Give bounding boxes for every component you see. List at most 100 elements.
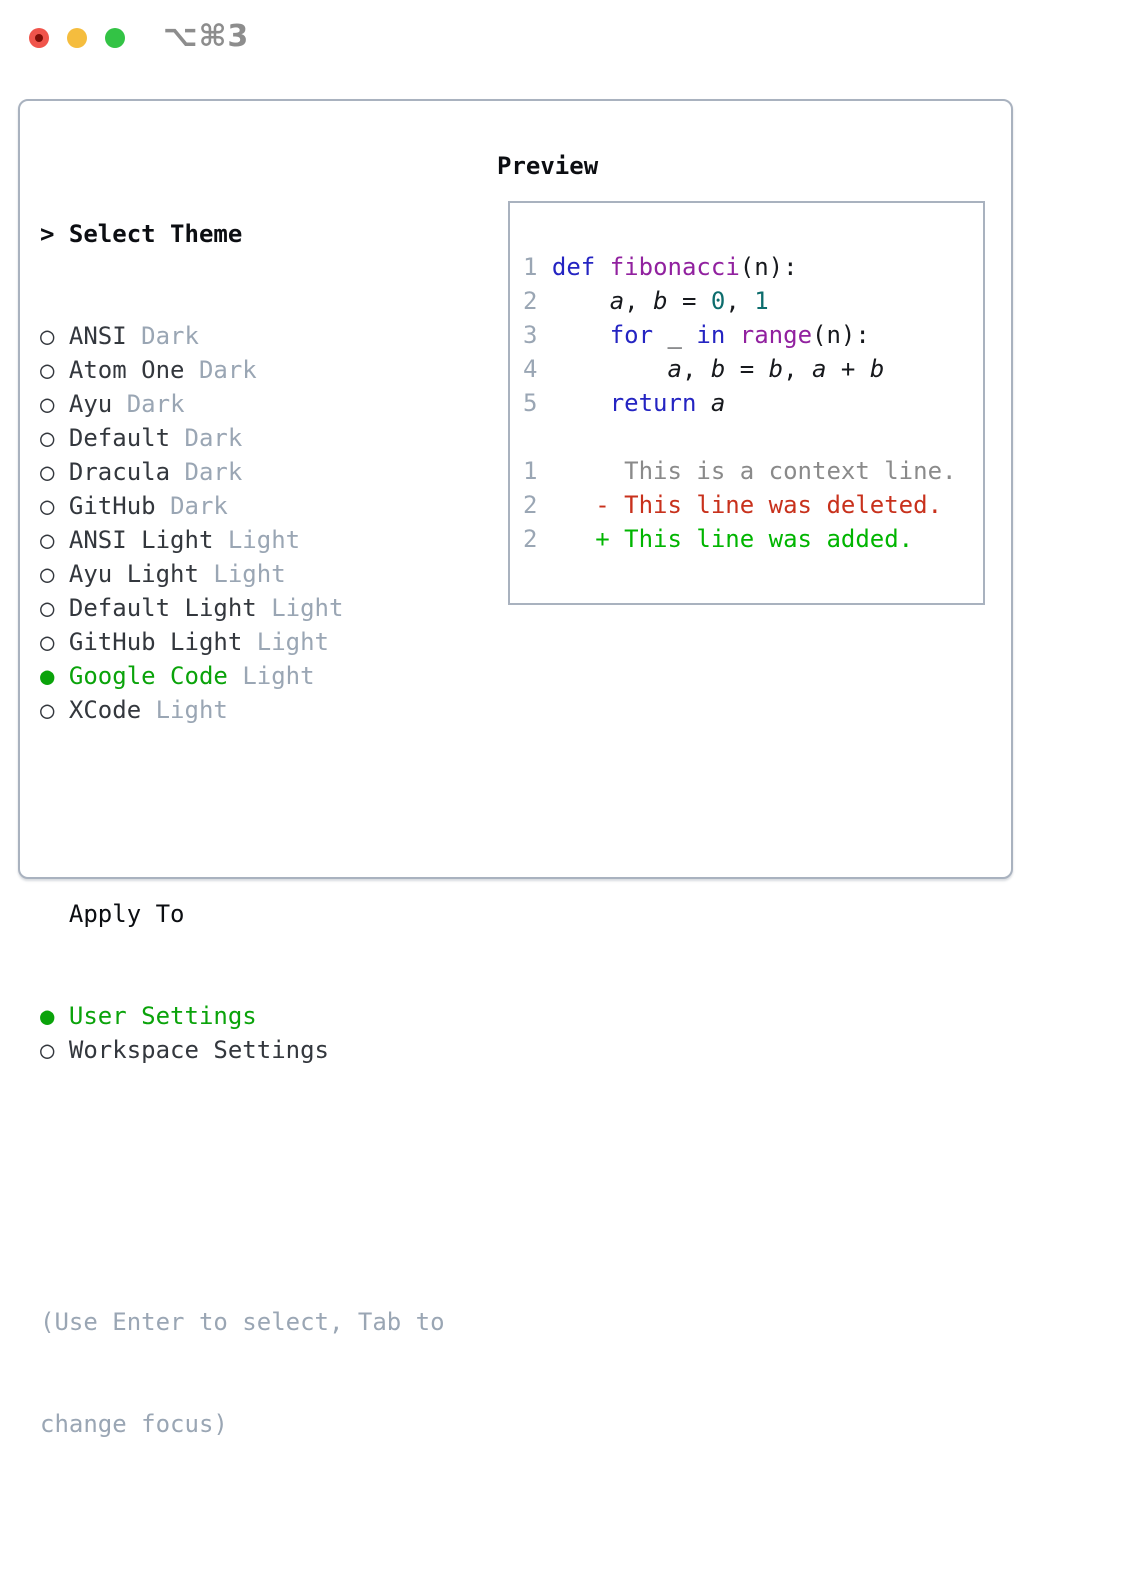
- radio-icon: ○: [40, 560, 55, 588]
- apply-option[interactable]: ○ Workspace Settings: [40, 1033, 445, 1067]
- theme-variant: Dark: [126, 390, 185, 418]
- theme-option[interactable]: ○ GitHub Light Light: [40, 625, 445, 659]
- theme-name: Default Light: [68, 594, 257, 622]
- code-token: 0: [710, 287, 726, 315]
- code-token: b: [768, 355, 784, 383]
- theme-name: Ayu: [68, 390, 113, 418]
- code-token: [537, 321, 609, 349]
- line-number: 1: [523, 253, 538, 281]
- code-token: This is a context line.: [537, 457, 957, 485]
- radio-icon: ●: [40, 662, 55, 690]
- theme-variant: Dark: [184, 424, 243, 452]
- code-line: 5 return a: [523, 386, 973, 420]
- theme-name: GitHub: [68, 492, 156, 520]
- theme-option[interactable]: ○ Atom One Dark: [40, 353, 445, 387]
- code-token: [696, 389, 710, 417]
- code-token: [595, 253, 609, 281]
- theme-name: Ayu Light: [68, 560, 199, 588]
- code-line: 2 - This line was deleted.: [523, 488, 973, 522]
- code-token: 1: [754, 287, 769, 315]
- line-number: 5: [523, 389, 538, 417]
- radio-icon: ○: [40, 696, 55, 724]
- code-token: - This line was deleted.: [537, 491, 943, 519]
- code-line: 2 a, b = 0, 1: [523, 284, 973, 318]
- radio-icon: ○: [40, 424, 55, 452]
- code-token: +: [826, 355, 870, 383]
- theme-option[interactable]: ○ ANSI Light Light: [40, 523, 445, 557]
- theme-variant: Light: [271, 594, 344, 622]
- code-line: 3 for _ in range(n):: [523, 318, 973, 352]
- line-number: 2: [523, 525, 538, 553]
- radio-icon: ○: [40, 492, 55, 520]
- theme-name: XCode: [68, 696, 142, 724]
- help-text: (Use Enter to select, Tab to change focu…: [40, 1237, 445, 1509]
- theme-name: Google Code: [68, 662, 228, 690]
- theme-option[interactable]: ○ ANSI Dark: [40, 319, 445, 353]
- code-token: [537, 253, 551, 281]
- code-token: [537, 287, 609, 315]
- select-theme-title: > Select Theme: [40, 217, 445, 251]
- code-line: 2 + This line was added.: [523, 522, 973, 556]
- code-token: b: [653, 287, 668, 315]
- theme-option[interactable]: ○ XCode Light: [40, 693, 445, 727]
- close-button[interactable]: [29, 28, 49, 48]
- radio-icon: ○: [40, 628, 55, 656]
- line-number: 2: [523, 287, 538, 315]
- radio-icon: ○: [40, 390, 55, 418]
- titlebar: ⌥⌘3: [0, 0, 1140, 76]
- radio-icon: ○: [40, 356, 55, 384]
- line-number: 2: [523, 491, 538, 519]
- theme-variant: Light: [242, 662, 315, 690]
- theme-list-panel: > Select Theme ○ ANSI Dark○ Atom One Dar…: [40, 149, 445, 1577]
- radio-icon: ○: [40, 594, 55, 622]
- code-token: _: [653, 321, 697, 349]
- code-token: =: [725, 355, 769, 383]
- zoom-button[interactable]: [105, 28, 125, 48]
- theme-option[interactable]: ○ Dracula Dark: [40, 455, 445, 489]
- theme-name: GitHub Light: [68, 628, 243, 656]
- code-token: a: [812, 355, 827, 383]
- close-button-dot-icon: [35, 34, 43, 42]
- code-token: =: [667, 287, 711, 315]
- code-token: for: [609, 321, 654, 349]
- apply-to-label: Apply To: [68, 900, 185, 928]
- code-line: 1 def fibonacci(n):: [523, 250, 973, 284]
- code-token: ,: [681, 355, 711, 383]
- code-token: a: [667, 355, 682, 383]
- theme-option[interactable]: ● Google Code Light: [40, 659, 445, 693]
- code-token: fibonacci: [609, 253, 740, 281]
- line-number: 3: [523, 321, 538, 349]
- theme-option[interactable]: ○ Default Light Light: [40, 591, 445, 625]
- help-line-1: (Use Enter to select, Tab to: [40, 1308, 445, 1336]
- theme-name: Atom One: [68, 356, 185, 384]
- theme-option[interactable]: ○ GitHub Dark: [40, 489, 445, 523]
- theme-option[interactable]: ○ Ayu Light Light: [40, 557, 445, 591]
- theme-variant: Dark: [198, 356, 257, 384]
- theme-name: Default: [68, 424, 171, 452]
- theme-name: Dracula: [68, 458, 171, 486]
- code-line: 4 a, b = b, a + b: [523, 352, 973, 386]
- code-token: ,: [783, 355, 813, 383]
- minimize-button[interactable]: [67, 28, 87, 48]
- theme-option[interactable]: ○ Default Dark: [40, 421, 445, 455]
- theme-selector-panel: > Select Theme ○ ANSI Dark○ Atom One Dar…: [18, 99, 1013, 1438]
- code-token: + This line was added.: [537, 525, 914, 553]
- theme-variant: Light: [256, 628, 329, 656]
- preview-panel: Preview 1 def fibonacci(n):2 a, b = 0, 1…: [497, 149, 985, 605]
- code-token: [725, 321, 739, 349]
- theme-list: ○ ANSI Dark○ Atom One Dark○ Ayu Dark○ De…: [40, 319, 445, 727]
- code-token: (n):: [739, 253, 798, 281]
- theme-variant: Light: [227, 526, 301, 554]
- radio-icon: ○: [40, 322, 55, 350]
- theme-variant: Light: [213, 560, 286, 588]
- code-token: range: [739, 321, 813, 349]
- theme-variant: Dark: [141, 322, 199, 350]
- code-token: a: [710, 389, 726, 417]
- line-number: 1: [523, 457, 538, 485]
- theme-variant: Dark: [184, 458, 243, 486]
- theme-option[interactable]: ○ Ayu Dark: [40, 387, 445, 421]
- code-token: b: [710, 355, 726, 383]
- apply-option[interactable]: ● User Settings: [40, 999, 445, 1033]
